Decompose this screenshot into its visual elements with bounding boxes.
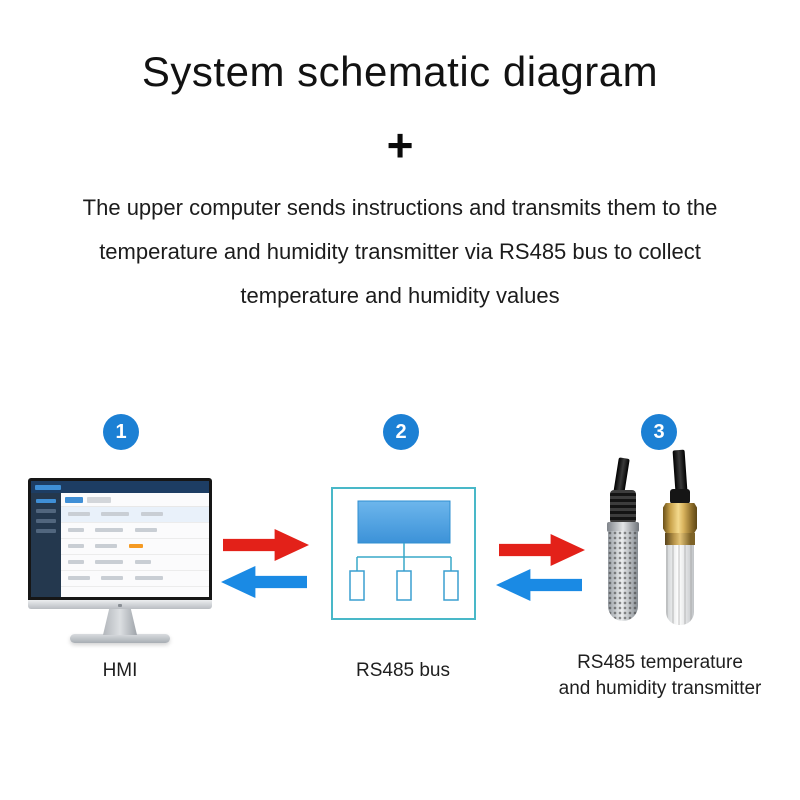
sensor-probe-mesh — [600, 457, 646, 650]
arrow-left-blue-icon — [496, 569, 582, 601]
screen-table-row — [61, 539, 209, 555]
description-line: The upper computer sends instructions an… — [82, 195, 718, 220]
monitor-chin — [28, 600, 212, 609]
screen-toolbar-chip — [65, 496, 83, 503]
screen-table-row — [61, 555, 209, 571]
screen-text-bar — [140, 512, 163, 516]
sensor-cable — [672, 449, 688, 493]
arrow-right-red-icon — [223, 529, 309, 561]
monitor-stand-neck — [103, 609, 137, 635]
screen-text-bar — [101, 576, 124, 580]
step-label-transmitter: RS485 temperature and humidity transmitt… — [556, 650, 764, 702]
sensor-cable-gland — [610, 490, 636, 524]
screen-sidebar — [31, 493, 61, 597]
step-badge-3: 3 — [641, 414, 677, 450]
screen-sidebar-item — [36, 499, 56, 503]
screen-text-bar — [68, 512, 90, 516]
description: The upper computer sends instructions an… — [0, 186, 800, 318]
arrow-right-red-icon — [499, 534, 585, 566]
sensor-collar — [607, 522, 639, 532]
sensor-mesh-body — [608, 531, 638, 621]
description-line: temperature and humidity transmitter via… — [99, 239, 701, 264]
screen-titlebar — [31, 481, 209, 493]
screen-text-bar — [68, 560, 84, 564]
screen-toolbar-chip — [87, 496, 111, 503]
hmi-monitor-graphic — [28, 478, 212, 643]
screen-body — [31, 493, 209, 597]
screen-sidebar-item — [36, 509, 56, 513]
sensor-brass-ring — [665, 533, 695, 545]
screen-text-bar — [95, 528, 124, 532]
rs485-bus-diagram — [331, 487, 476, 620]
bus-topology-graphic — [349, 500, 459, 601]
step-badge-1: 1 — [103, 414, 139, 450]
screen-table-header — [61, 507, 209, 523]
screen-main-area — [61, 493, 209, 597]
screen-text-bar — [101, 512, 130, 516]
monitor-screen — [28, 478, 212, 600]
monitor-power-dot — [118, 604, 122, 607]
screen-text-bar — [134, 576, 163, 580]
screen-logo — [35, 484, 61, 490]
screen-text-bar — [95, 544, 118, 548]
screen-table-row — [61, 523, 209, 539]
screen-text-bar — [134, 528, 157, 532]
screen-accent-bar — [128, 544, 143, 548]
sensor-filter-body — [666, 545, 694, 625]
temperature-humidity-sensor-graphic — [596, 449, 726, 652]
page-title: System schematic diagram — [141, 48, 659, 95]
screen-text-bar — [134, 560, 151, 564]
plus-icon: + — [386, 119, 414, 171]
sensor-cable-gland — [670, 489, 690, 504]
step-label-rs485-bus: RS485 bus — [355, 660, 450, 681]
sensor-probe-brass — [652, 449, 710, 652]
monitor-screen-content — [31, 481, 209, 597]
step-badge-2: 2 — [383, 414, 419, 450]
screen-toolbar — [61, 493, 209, 507]
step-label-transmitter-line: RS485 temperature — [577, 652, 743, 673]
arrow-left-blue-icon — [221, 566, 307, 598]
screen-text-bar — [95, 560, 124, 564]
screen-text-bar — [68, 544, 84, 548]
description-line: temperature and humidity values — [240, 283, 560, 308]
screen-table-row — [61, 571, 209, 587]
sensor-brass-nut — [663, 503, 697, 533]
screen-sidebar-item — [36, 529, 56, 533]
screen-text-bar — [68, 576, 90, 580]
step-label-transmitter-line: and humidity transmitter — [558, 678, 762, 699]
screen-sidebar-item — [36, 519, 56, 523]
monitor-stand-base — [70, 634, 170, 643]
step-label-hmi: HMI — [102, 660, 138, 681]
screen-text-bar — [68, 528, 84, 532]
